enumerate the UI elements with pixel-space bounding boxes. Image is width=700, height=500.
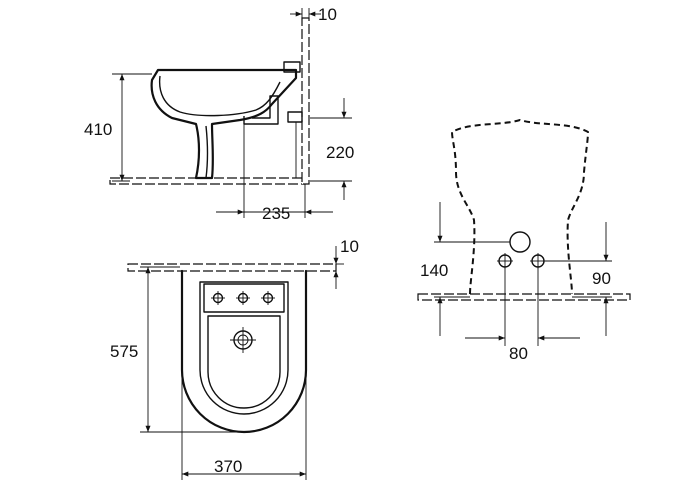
bidet-top-inner xyxy=(199,281,289,415)
top-wall xyxy=(127,263,337,272)
dim-140-label: 140 xyxy=(420,261,448,280)
bidet-deck xyxy=(203,283,285,313)
drain-hole xyxy=(230,327,256,353)
top-view: 10 575 370 xyxy=(110,237,359,480)
rear-floor xyxy=(417,293,631,301)
rear-drain-hole xyxy=(509,231,531,253)
dim-370-label: 370 xyxy=(214,457,242,476)
dim-220-label: 220 xyxy=(326,143,354,162)
side-view: 410 10 220 235 xyxy=(84,5,354,223)
rear-supply-left xyxy=(497,253,513,269)
dim-575-label: 575 xyxy=(110,342,138,361)
tap-hole-center xyxy=(236,291,250,305)
rear-supply-right xyxy=(530,253,546,269)
dim-90-label: 90 xyxy=(592,269,611,288)
tap-block xyxy=(283,61,301,73)
bidet-inner-bowl xyxy=(158,75,281,117)
dim-410-label: 410 xyxy=(84,120,112,139)
side-wall xyxy=(301,17,310,185)
wall-outlet xyxy=(287,111,303,123)
dim-235-label: 235 xyxy=(262,204,290,223)
bidet-trap xyxy=(243,95,279,125)
bidet-rear-outline xyxy=(451,119,589,295)
dim-10-top-label: 10 xyxy=(340,237,359,256)
rear-view: 140 90 80 xyxy=(417,119,631,363)
dim-10-side-label: 10 xyxy=(318,5,337,24)
bidet-side-profile xyxy=(150,68,298,180)
tap-hole-right xyxy=(261,291,275,305)
tap-hole-left xyxy=(211,291,225,305)
bidet-bowl xyxy=(207,315,281,409)
bidet-pedestal-line xyxy=(205,125,209,179)
dim-80-label: 80 xyxy=(509,344,528,363)
